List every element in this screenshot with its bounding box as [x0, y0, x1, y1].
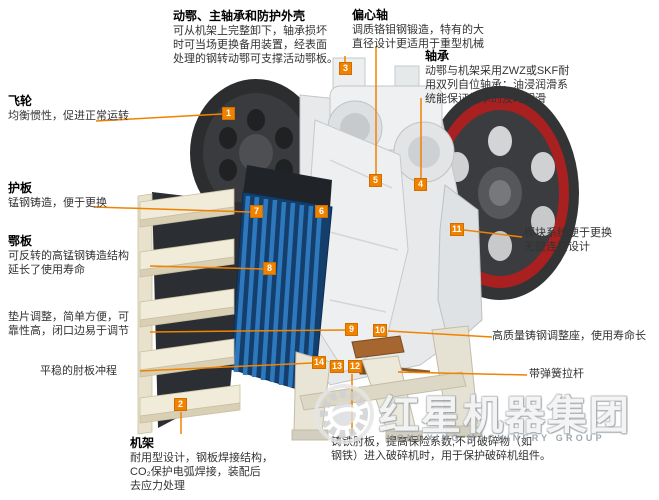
part-marker-13: 13 [330, 360, 345, 373]
callout-line: 带弹簧拉杆 [529, 368, 584, 380]
callout-line: 时可当场更换备用装置，经表面 [173, 39, 327, 51]
part-marker-9: 9 [345, 323, 358, 336]
part-marker-2: 2 [174, 398, 187, 411]
callout-line: 高质量铸钢调整座，使用寿命长 [492, 330, 646, 342]
callout-line: 延长了使用寿命 [8, 264, 85, 276]
callout-line: CO₂保护电弧焊接，装配后 [130, 466, 261, 478]
part-marker-4: 4 [414, 178, 427, 191]
brand-name: 红星机器集团 [379, 394, 631, 438]
callout-adjusting-seat: 高质量铸钢调整座，使用寿命长 [492, 329, 646, 343]
callout-title: 护板 [8, 181, 33, 195]
right-flywheel [421, 86, 579, 300]
callout-title: 飞轮 [8, 94, 33, 108]
callout-moving-jaw-assembly: 动鄂、主轴承和防护外壳 可从机架上完整卸下，轴承损坏 时可当场更换备用装置，经表… [173, 9, 338, 66]
callout-line: 钢铁）进入破碎机时，用于保护破碎机组件。 [331, 450, 551, 462]
callout-wedge-system: 楔块系统便于更换 无键连接设计 [524, 226, 612, 254]
callout-line: 均衡惯性，促进正常运转 [8, 110, 129, 122]
callout-toggle-plate: 铸铁肘板，提高保险系数,不可破碎物（如 钢铁）进入破碎机时，用于保护破碎机组件。 [331, 435, 551, 463]
callout-line: 直径设计更适用于重型机械 [352, 38, 484, 50]
callout-line: 靠性高，闭口边易于调节 [8, 325, 129, 337]
part-marker-1: 1 [222, 107, 235, 120]
callout-line: 平稳的肘板冲程 [40, 365, 117, 377]
callout-frame: 机架 耐用型设计，钢板焊接结构， CO₂保护电弧焊接，装配后 去应力处理 [130, 436, 273, 493]
part-marker-12: 12 [348, 360, 363, 373]
callout-line: 用双列自位轴承；油浸润滑系 [425, 79, 568, 91]
part-marker-6: 6 [315, 205, 328, 218]
toggle-spring-assembly [351, 335, 431, 375]
crusher-cavity [152, 192, 246, 428]
callout-spring-rod: 带弹簧拉杆 [529, 367, 584, 381]
callout-line: 无键连接设计 [524, 241, 590, 253]
callout-line: 铸铁肘板，提高保险系数,不可破碎物（如 [331, 436, 533, 448]
callout-line: 去应力处理 [130, 480, 185, 492]
callout-guard-plate: 护板 锰钢铸造，便于更换 [8, 181, 107, 210]
feeder-steps [137, 188, 241, 435]
callout-line: 统能保证轴承的及时润滑 [425, 93, 546, 105]
callout-eccentric-shaft: 偏心轴 调质铬钼钢锻造，特有的大 直径设计更适用于重型机械 [352, 8, 484, 51]
part-marker-3: 3 [339, 62, 352, 75]
part-marker-5: 5 [369, 174, 382, 187]
callout-line: 可反转的高锰钢铸造结构 [8, 250, 129, 262]
callout-flywheel: 飞轮 均衡惯性，促进正常运转 [8, 94, 129, 123]
callout-line: 处理的钢转动鄂可支撑活动鄂板。 [173, 53, 338, 65]
support-legs [291, 325, 483, 442]
callout-line: 可从机架上完整卸下，轴承损坏 [173, 25, 327, 37]
part-marker-10: 10 [373, 324, 388, 337]
part-marker-14: 14 [312, 356, 327, 369]
part-marker-7: 7 [250, 205, 263, 218]
part-marker-11: 11 [450, 223, 464, 236]
callout-title: 动鄂、主轴承和防护外壳 [173, 9, 306, 23]
callout-title: 轴承 [425, 49, 450, 63]
callout-title: 机架 [130, 436, 155, 450]
callout-shim-adjustment: 垫片调整，简单方便，可 靠性高，闭口边易于调节 [8, 310, 129, 338]
callout-line: 动鄂与机架采用ZWZ或SKF耐 [425, 65, 570, 77]
callout-line: 锰钢铸造，便于更换 [8, 197, 107, 209]
callout-title: 偏心轴 [352, 8, 389, 22]
crusher-body [243, 57, 483, 386]
callout-line: 调质铬钼钢锻造，特有的大 [352, 24, 484, 36]
callout-bearing: 轴承 动鄂与机架采用ZWZ或SKF耐 用双列自位轴承；油浸润滑系 统能保证轴承的… [425, 49, 569, 106]
callout-title: 鄂板 [8, 234, 33, 248]
callout-line: 楔块系统便于更换 [524, 227, 612, 239]
part-marker-8: 8 [263, 262, 276, 275]
callout-toggle-stroke: 平稳的肘板冲程 [40, 364, 117, 378]
callout-jaw-plate: 鄂板 可反转的高锰钢铸造结构 延长了使用寿命 [8, 234, 129, 277]
callout-line: 垫片调整，简单方便，可 [8, 311, 129, 323]
callout-line: 耐用型设计，钢板焊接结构， [130, 452, 273, 464]
